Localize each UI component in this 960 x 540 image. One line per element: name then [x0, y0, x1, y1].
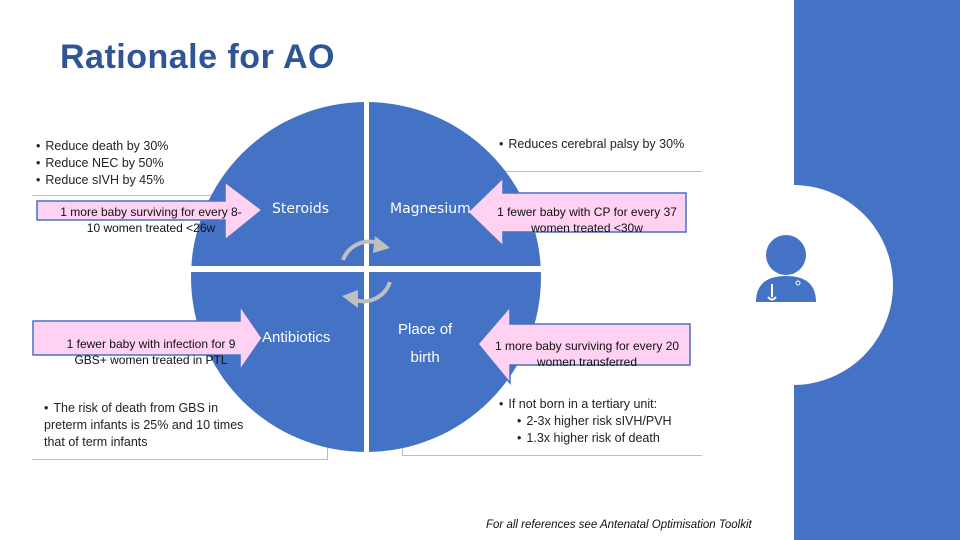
place-of-birth-line2: birth — [410, 349, 440, 366]
antibiotics-info-box: The risk of death from GBS in preterm in… — [32, 390, 328, 460]
steroids-arrow-text: 1 more baby surviving for every 8-10 wom… — [60, 205, 242, 235]
place-of-birth-info-box: If not born in a tertiary unit: 2-3x hig… — [402, 388, 702, 456]
place-of-birth-line1: Place of — [398, 321, 453, 338]
quadrant-label-magnesium: Magnesium — [390, 201, 471, 217]
clinician-circle — [693, 185, 893, 385]
quadrant-label-steroids: Steroids — [272, 201, 330, 217]
place-of-birth-arrow-text: 1 more baby surviving for every 20 women… — [494, 339, 680, 369]
quadrant-divider-horizontal — [188, 266, 544, 272]
place-of-birth-main-item: If not born in a tertiary unit: — [499, 396, 702, 413]
steroids-benefit-item: Reduce sIVH by 45% — [36, 172, 327, 189]
antibiotics-info-item: The risk of death from GBS in preterm in… — [44, 400, 254, 451]
steroids-benefit-item: Reduce death by 30% — [36, 138, 327, 155]
quadrant-label-antibiotics: Antibiotics — [262, 329, 331, 346]
cycle-arrow-head — [373, 236, 390, 253]
magnesium-benefit-item: Reduces cerebral palsy by 30% — [499, 136, 702, 153]
place-of-birth-sub-item: 1.3x higher risk of death — [499, 430, 702, 447]
quadrant-divider-vertical — [364, 100, 369, 455]
magnesium-arrow-text: 1 fewer baby with CP for every 37 women … — [497, 205, 677, 235]
antibiotics-arrow-text: 1 fewer baby with infection for 9 GBS+ w… — [66, 337, 236, 367]
place-of-birth-sub-item: 2-3x higher risk sIVH/PVH — [499, 413, 702, 430]
steroids-benefit-box: Reduce death by 30% Reduce NEC by 50% Re… — [32, 110, 328, 196]
quadrant-label-place-of-birth: Place of birth — [398, 316, 452, 372]
references-footnote: For all references see Antenatal Optimis… — [486, 519, 752, 531]
cycle-arrows-icon — [341, 239, 392, 304]
cycle-arrow-head — [342, 290, 358, 308]
magnesium-benefit-box: Reduces cerebral palsy by 30% — [402, 112, 702, 172]
page-title: Rationale for AO — [60, 38, 335, 76]
steroids-benefit-item: Reduce NEC by 50% — [36, 155, 327, 172]
